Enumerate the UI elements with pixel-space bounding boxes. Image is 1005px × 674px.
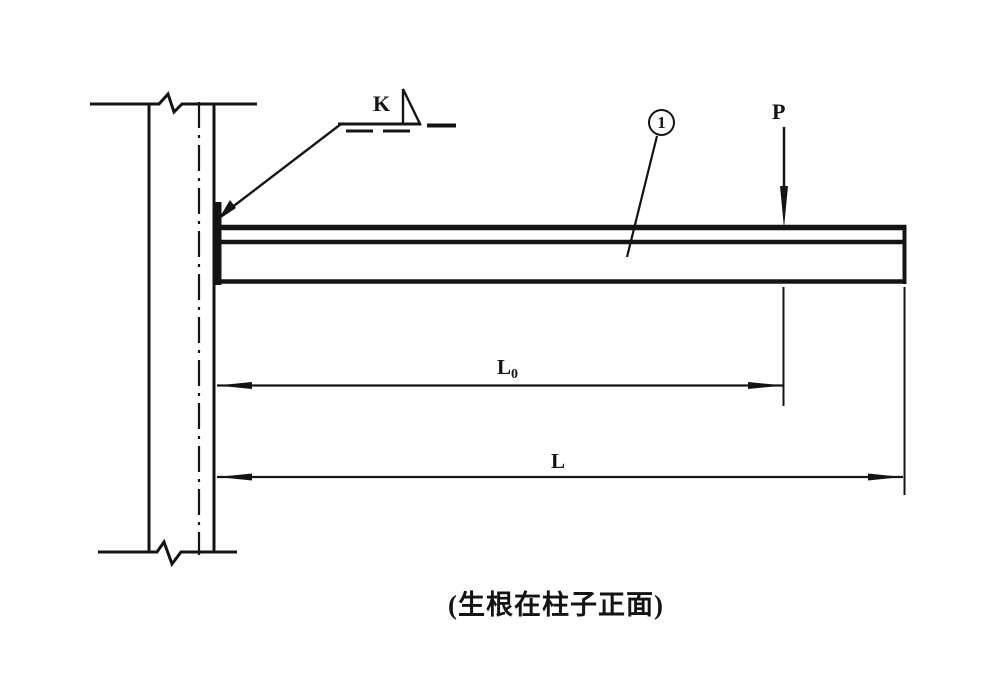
weld-leader-arrowhead — [218, 200, 236, 220]
dim-label-L0-subscript: 0 — [511, 367, 519, 382]
part-balloon-leader-line — [625, 135, 659, 258]
dim-L0-arrowhead-right — [748, 382, 784, 389]
load-label: P — [772, 99, 786, 124]
part-number-balloon: 1 — [648, 109, 675, 136]
weld-leader-line — [221, 123, 342, 216]
figure-caption: (生根在柱子正面) — [448, 590, 664, 620]
fillet-weld-triangle-symbol — [401, 88, 422, 126]
column-break-bottom — [98, 538, 237, 568]
load-arrowhead — [780, 186, 788, 228]
dim-L0-arrowhead-left — [217, 382, 252, 389]
part-number-label: 1 — [657, 112, 666, 132]
weld-symbol-label: K — [373, 91, 391, 116]
dim-L-arrowhead-right — [868, 473, 903, 481]
dim-L-arrowhead-left — [217, 473, 252, 481]
dim-label-L: L — [551, 449, 566, 473]
dim-label-L0: L0 — [497, 357, 518, 382]
dim-label-L0-main: L — [497, 355, 512, 379]
column-break-top — [90, 91, 257, 115]
